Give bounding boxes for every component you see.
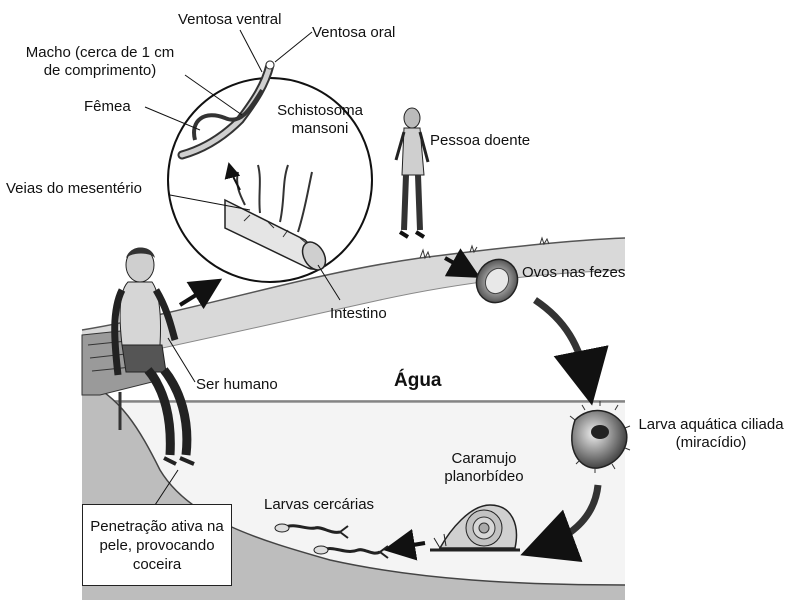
leader-line-ser-humano [167,337,196,383]
label-larva-line2: (miracídio) [675,434,747,451]
label-pessoa-doente: Pessoa doente [430,132,531,149]
sick-person-icon [394,107,430,239]
cercaria-icon [274,523,389,559]
label-macho-line2: de comprimento) [43,62,157,79]
cycle-arrow-icon [178,278,223,310]
label-schistosoma-line1: Schistosoma [277,102,363,119]
label-schistosoma-line2: mansoni [291,120,349,137]
label-cercarias: Larvas cercárias [264,496,375,513]
snail-icon [430,504,520,552]
label-ovos: Ovos nas fezes [522,264,626,281]
label-larva-line1: Larva aquática ciliada [638,416,784,433]
leader-lines [144,29,341,301]
caption-penetracao-line1: Penetração ativa na [90,517,224,535]
cycle-arrow-icon [383,528,426,561]
caption-penetracao-line2: pele, provocando [99,536,215,554]
label-ventosa-oral: Ventosa oral [312,24,396,41]
label-caramujo: Caramujo planorbídeo [432,450,536,486]
label-schistosoma: Schistosoma mansoni [268,102,372,138]
label-caramujo-line1: Caramujo [451,450,517,467]
label-macho: Macho (cerca de 1 cm de comprimento) [6,44,194,80]
label-veias: Veias do mesentério [6,180,142,197]
label-macho-line1: Macho (cerca de 1 cm [25,44,175,61]
cycle-arrow-icon [444,248,481,278]
cycle-arrow-icon [533,297,609,406]
caption-penetracao: Penetração ativa na pele, provocando coc… [82,504,232,586]
schistosoma-worms-icon [177,60,275,160]
cycle-arrow-icon [520,484,602,563]
human-boy-icon [111,247,195,466]
label-larva: Larva aquática ciliada (miracídio) [628,416,794,452]
label-ser-humano: Ser humano [196,376,278,393]
label-caramujo-line2: planorbídeo [444,468,524,485]
label-ventosa-ventral: Ventosa ventral [178,11,282,28]
leader-line-penetracao [154,469,179,506]
label-agua: Água [394,370,442,391]
miracidium-icon [569,401,631,473]
zoom-inset [167,60,373,283]
caption-penetracao-line3: coceira [132,555,182,573]
egg-icon [475,258,519,304]
label-femea: Fêmea [84,98,131,115]
label-intestino: Intestino [330,305,387,322]
